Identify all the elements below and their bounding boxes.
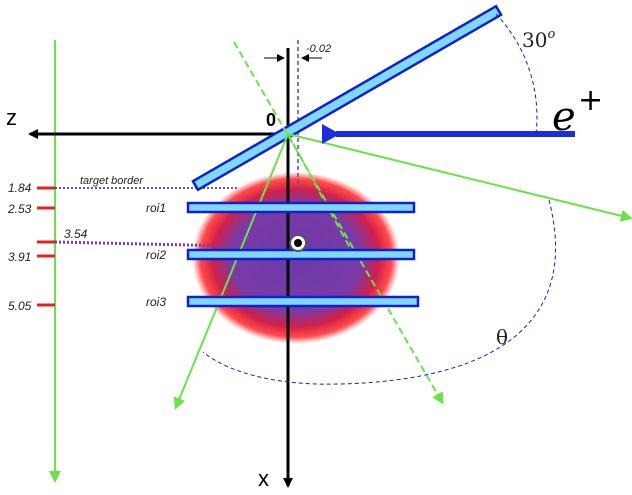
tilt-angle-degree: o [547,27,555,42]
x-axis-label: x [258,466,269,491]
beam-particle-label: e [552,94,576,140]
tick-label-5-05: 5.05 [8,299,32,313]
tilt-angle-label: 30o [522,27,555,52]
plate-normal-line [233,41,444,405]
scatter-ray-right [287,133,632,222]
origin-label: 0 [266,110,276,130]
scatter-angle-arc [202,199,557,385]
z-axis-label: z [6,105,17,130]
target-border-label: target border [80,175,144,187]
tilt-angle-value: 30 [522,28,547,52]
beam-charge-label: + [578,83,603,118]
tick-label-1-84: 1.84 [8,181,32,195]
target-plate [191,4,503,192]
roi3-label: roi3 [146,295,166,309]
depth-scale-ticks [37,186,55,307]
offset-label: -0.02 [306,43,331,55]
scatter-ray-down-left [173,133,289,410]
roi3-bar [186,295,420,308]
roi2-label: roi2 [146,248,166,262]
tick-label-3-91: 3.91 [8,250,31,264]
center-depth-line [54,240,233,248]
tick-label-2-53: 2.53 [7,202,32,216]
tick-label-3-54: 3.54 [64,227,88,241]
roi1-bar [186,201,416,214]
roi1-label: roi1 [146,201,166,215]
scatter-angle-label: θ [496,325,508,349]
tilt-angle-arc [495,13,538,135]
beam-spot-icon [289,234,307,252]
